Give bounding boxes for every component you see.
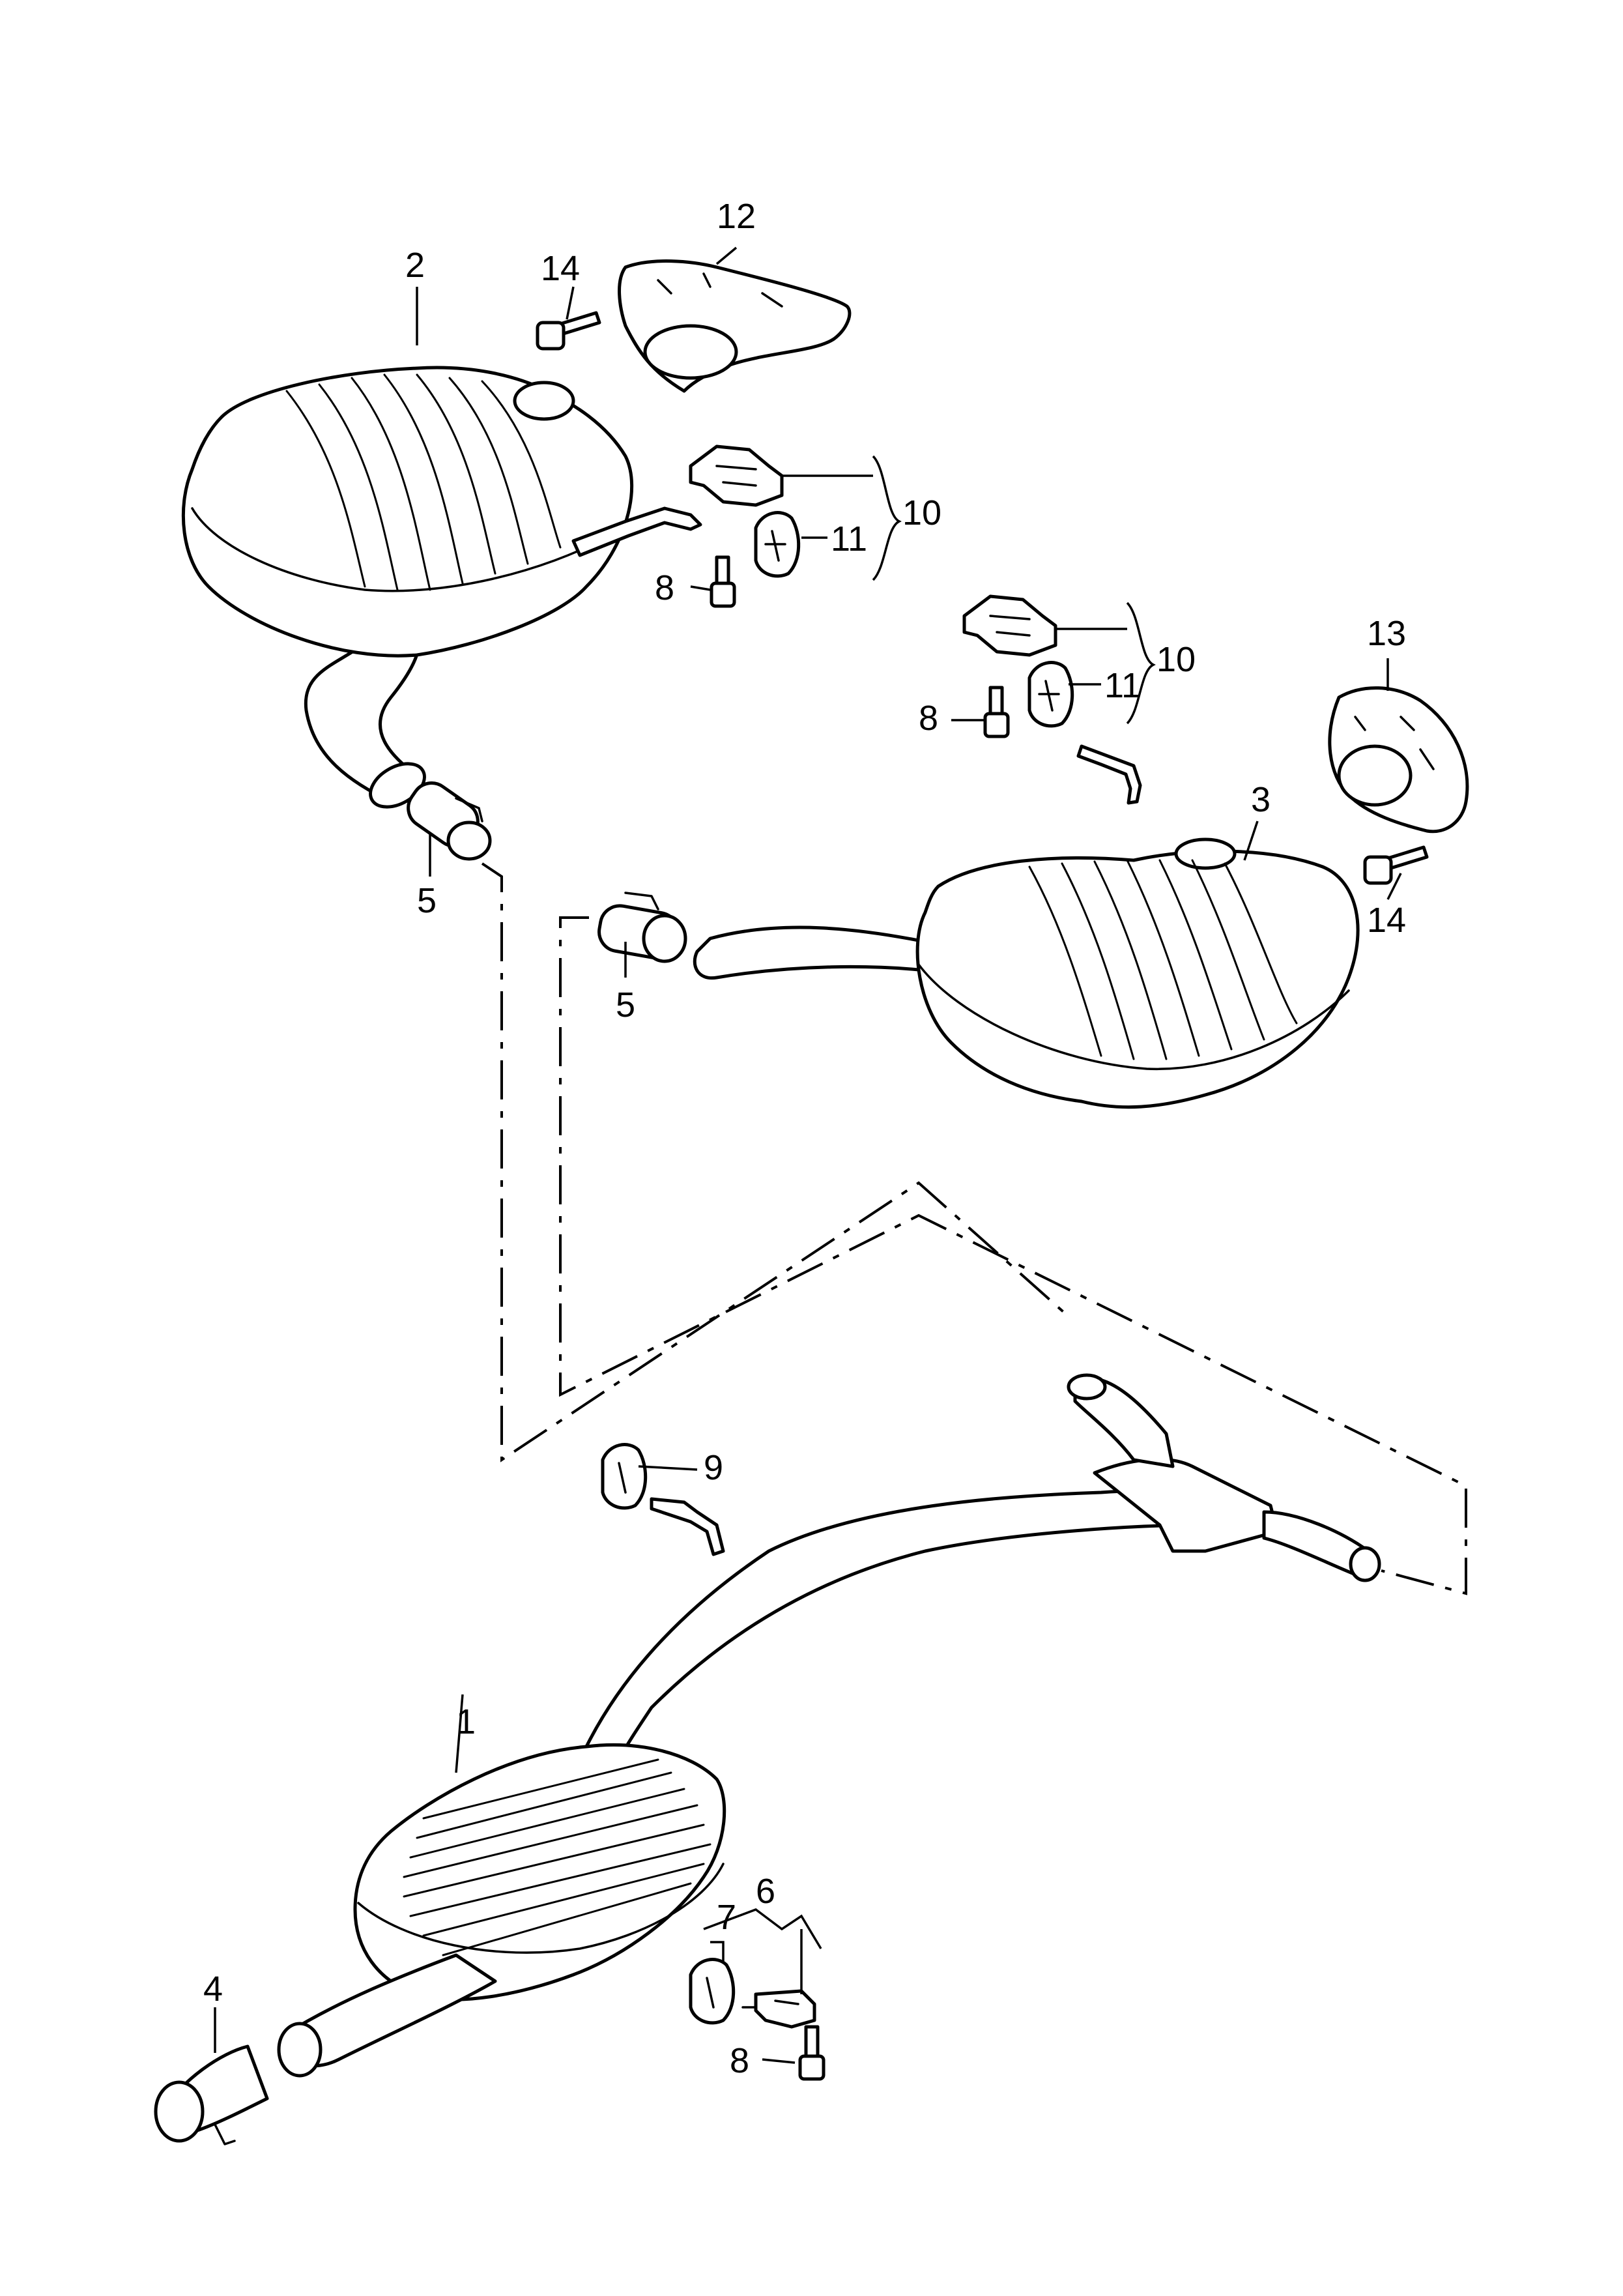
- label-part-13: 13: [1367, 614, 1406, 653]
- clamp-left: [407, 781, 492, 861]
- bracket-lower: [741, 1989, 816, 2029]
- clamp-center: [597, 892, 687, 963]
- label-part-2: 2: [405, 246, 425, 285]
- front-silencer-and-pipe: [277, 1373, 1381, 2078]
- heat-shield-upper: [618, 259, 852, 393]
- bolt-14-upper: [536, 311, 601, 351]
- label-part-7: 7: [717, 1898, 736, 1937]
- silencer-ribs: [285, 373, 562, 591]
- bracket-upper: [689, 444, 784, 507]
- label-part-14-upper: 14: [541, 249, 580, 288]
- label-part-14-right: 14: [1367, 901, 1406, 940]
- label-part-8-lower: 8: [730, 2041, 749, 2080]
- label-part-6: 6: [756, 1872, 775, 1911]
- bolt-14-right: [1363, 845, 1429, 885]
- label-part-8-upper: 8: [655, 568, 674, 607]
- rubber-mount-lower: [689, 1958, 736, 2025]
- label-part-3: 3: [1251, 780, 1271, 819]
- bolt-8-upper: [710, 555, 736, 608]
- label-part-5-left: 5: [417, 881, 437, 920]
- label-part-10-upper: 10: [902, 493, 941, 532]
- bolt-8-lower: [798, 2025, 826, 2081]
- part-labels: 2 12 14 10 11 8 10 11 8 13 3 14 5 5 9 1 …: [203, 197, 1406, 2080]
- rear-silencer-left: [181, 366, 702, 809]
- label-part-10-right: 10: [1156, 640, 1196, 679]
- clamp-front: [154, 2044, 269, 2145]
- rubber-mount-9: [601, 1443, 725, 1556]
- leader-lines: [214, 246, 1402, 2064]
- label-part-11-upper: 11: [831, 519, 867, 559]
- label-part-9: 9: [704, 1448, 723, 1487]
- label-part-4: 4: [203, 1969, 223, 2009]
- rubber-mount-upper: [754, 511, 801, 578]
- label-part-5-center: 5: [616, 985, 635, 1024]
- rubber-mount-right: [1027, 661, 1074, 728]
- bracket-right: [962, 594, 1057, 657]
- label-part-11-right: 11: [1104, 666, 1141, 705]
- silencer-ribs-front: [403, 1758, 711, 1956]
- silencer-ribs-right: [1028, 859, 1298, 1060]
- rear-silencer-right: [693, 744, 1360, 1109]
- label-part-8-right: 8: [919, 699, 938, 738]
- label-part-1: 1: [456, 1702, 476, 1741]
- heat-shield-right: [1328, 686, 1469, 834]
- bolt-8-right: [983, 686, 1010, 738]
- connection-lines: [481, 862, 1467, 1595]
- label-part-12: 12: [717, 197, 756, 236]
